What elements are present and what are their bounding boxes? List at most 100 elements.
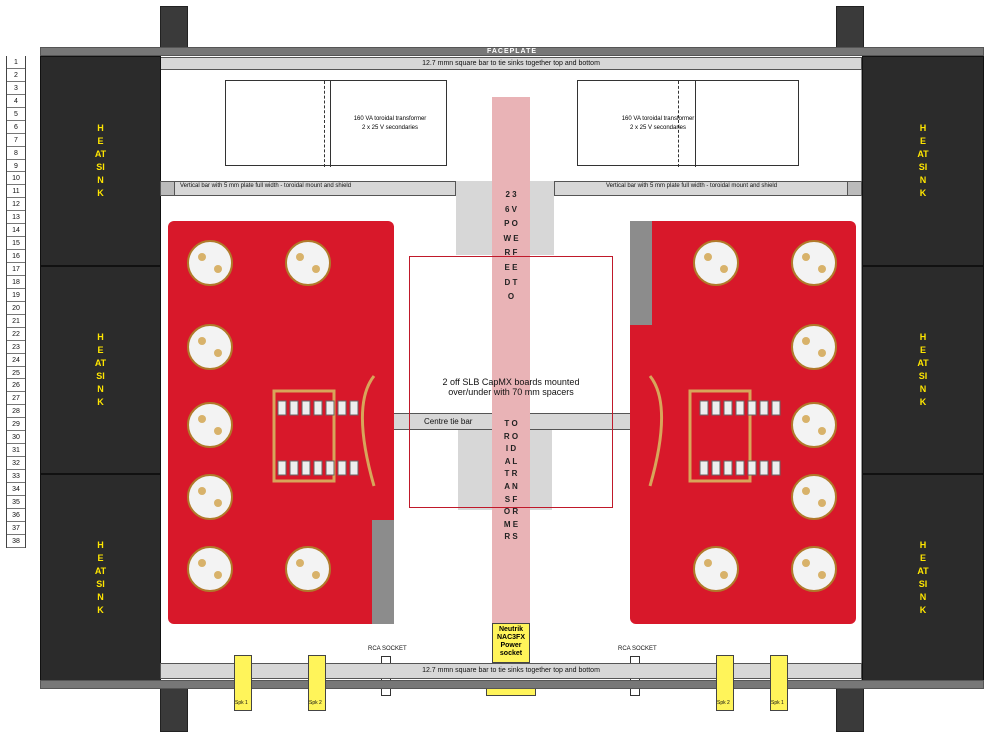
transistor-pad <box>791 324 837 370</box>
ruler-row: 1 <box>7 56 25 69</box>
transformer-label: 160 VA toroidal transformer 2 x 25 V sec… <box>353 116 427 131</box>
ruler-row: 17 <box>7 263 25 276</box>
smd-component <box>699 400 709 416</box>
ruler-row: 21 <box>7 315 25 328</box>
pcb-left-grey-strip <box>372 520 394 624</box>
foot-top-right <box>836 6 864 48</box>
ruler-row: 38 <box>7 535 25 548</box>
capmx-note: 2 off SLB CapMX boards mounted over/unde… <box>442 377 580 397</box>
vertical-bar-left-label: Vertical bar with 5 mm plate full width … <box>180 183 352 189</box>
transistor-pad <box>187 240 233 286</box>
toroidal-transformer-right: 160 VA toroidal transformer 2 x 25 V sec… <box>577 80 799 167</box>
rca-right-label: RCA SOCKET <box>618 646 657 652</box>
power-feed-label-bottom: T O R O I D A L T R A N S F O R M E R S <box>503 419 519 542</box>
ruler-row: 30 <box>7 431 25 445</box>
transformer-label: 160 VA toroidal transformer 2 x 25 V sec… <box>621 116 695 131</box>
ruler-row: 37 <box>7 522 25 535</box>
neutrik-power-socket: Neutrik NAC3FX Power socket <box>492 623 530 663</box>
ruler-row: 25 <box>7 367 25 380</box>
ruler-row: 27 <box>7 392 25 406</box>
ruler-row: 4 <box>7 95 25 108</box>
ruler-row: 20 <box>7 302 25 315</box>
smd-component <box>699 460 709 476</box>
ruler-row: 23 <box>7 341 25 354</box>
pcb-artwork <box>648 240 837 592</box>
smd-component <box>711 460 721 476</box>
smd-component <box>337 460 347 476</box>
heatsink-label: HEATSINK <box>917 332 929 407</box>
smd-component <box>277 400 287 416</box>
smd-component <box>349 400 359 416</box>
heatsink-right-3: HEATSINK <box>862 474 984 682</box>
transformer-divider <box>695 81 696 167</box>
vertical-bar-left-end <box>160 181 175 196</box>
ruler-row: 24 <box>7 354 25 367</box>
speaker-terminal-2 <box>308 655 326 711</box>
ruler-row: 12 <box>7 198 25 212</box>
heatsink-label: HEATSINK <box>94 123 107 198</box>
ruler-row: 11 <box>7 185 25 199</box>
transistor-pad <box>285 240 331 286</box>
smd-component <box>289 460 299 476</box>
smd-component <box>301 460 311 476</box>
speaker-terminal-1 <box>234 655 252 711</box>
smd-component <box>325 400 335 416</box>
ruler-row: 34 <box>7 483 25 496</box>
pcb-right-grey-strip <box>630 221 652 325</box>
spk-label-4: Spk 1 <box>771 700 784 706</box>
top-tie-bar: 12.7 mmn square bar to tie sinks togethe… <box>160 57 862 70</box>
heatsink-right-2: HEATSINK <box>862 266 984 474</box>
copper-trace <box>648 375 752 487</box>
capmx-board-outline <box>409 256 613 508</box>
smd-component <box>289 400 299 416</box>
rca-left-label: RCA SOCKET <box>368 646 407 652</box>
ruler-row: 2 <box>7 69 25 82</box>
faceplate: FACEPLATE <box>40 47 984 56</box>
toroidal-transformer-left: 160 VA toroidal transformer 2 x 25 V sec… <box>225 80 447 167</box>
smd-component <box>723 400 733 416</box>
spk-label-3: Spk 2 <box>717 700 730 706</box>
ruler-row: 26 <box>7 379 25 393</box>
ruler-row: 35 <box>7 496 25 509</box>
smd-component <box>337 400 347 416</box>
ruler-row: 18 <box>7 276 25 289</box>
transistor-pad <box>693 546 739 592</box>
ruler-row: 9 <box>7 160 25 173</box>
amplifier-pcb-right <box>630 221 856 624</box>
ruler-row: 13 <box>7 211 25 225</box>
transistor-pad <box>791 240 837 286</box>
smd-component <box>313 400 323 416</box>
heatsink-left-2: HEATSINK <box>40 266 161 474</box>
ruler-row: 22 <box>7 328 25 341</box>
transformer-divider <box>330 81 331 167</box>
smd-component <box>771 400 781 416</box>
bottom-tie-bar: 12.7 mmn square bar to tie sinks togethe… <box>160 663 862 679</box>
foot-bottom-right <box>836 688 864 732</box>
ruler-row: 10 <box>7 172 25 186</box>
heatsink-label: HEATSINK <box>917 123 929 198</box>
spk-label-2: Spk 2 <box>309 700 322 706</box>
heatsink-right-1: HEATSINK <box>862 56 984 266</box>
speaker-terminal-4 <box>770 655 788 711</box>
heatsink-left-1: HEATSINK <box>40 56 161 266</box>
heatsink-label: HEATSINK <box>917 540 929 615</box>
transistor-pad <box>791 546 837 592</box>
smd-component <box>711 400 721 416</box>
transformer-divider <box>678 81 679 167</box>
transistor-pad <box>187 546 233 592</box>
smd-component <box>723 460 733 476</box>
transistor-pad <box>187 402 233 448</box>
smd-component <box>735 400 745 416</box>
ruler-row: 15 <box>7 237 25 251</box>
ruler-row: 7 <box>7 134 25 147</box>
heatsink-label: HEATSINK <box>94 332 107 407</box>
smd-component <box>747 460 757 476</box>
copper-trace <box>272 375 376 487</box>
ruler-row: 19 <box>7 289 25 302</box>
smd-component <box>747 400 757 416</box>
vertical-bar-right-end <box>847 181 862 196</box>
ruler-row: 5 <box>7 108 25 121</box>
centre-tie-bar-label: Centre tie bar <box>424 417 473 426</box>
smd-component <box>759 460 769 476</box>
foot-bottom-left <box>160 688 188 732</box>
